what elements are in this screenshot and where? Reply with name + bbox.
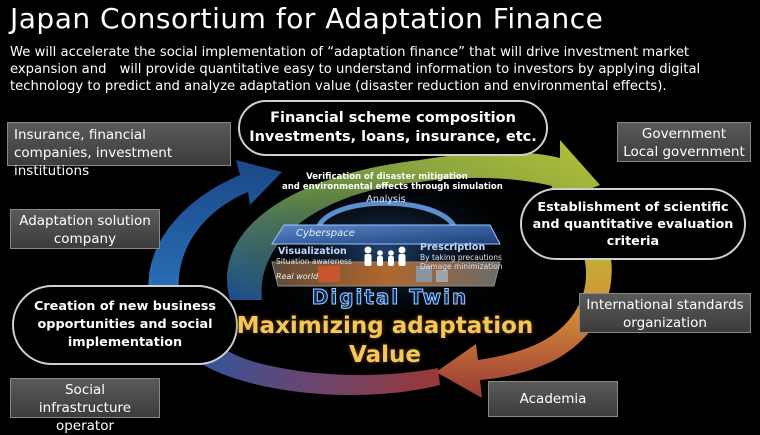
stakeholder-academia: Academia xyxy=(488,381,618,417)
verification-label: Verification of disaster mitigation and … xyxy=(282,172,503,192)
financial-scheme-subtitle: Investments, loans, insurance, etc. xyxy=(249,129,537,145)
prescription-label: Prescription xyxy=(420,242,486,253)
new-business-node: Creation of new business opportunities a… xyxy=(12,285,238,365)
real-world-label: Real world xyxy=(276,272,319,281)
stakeholder-insurance: Insurance, financial companies, investme… xyxy=(7,122,231,179)
intro-text: We will accelerate the social implementa… xyxy=(10,45,701,94)
visualization-label: Visualization xyxy=(278,246,347,257)
family-icon xyxy=(364,246,406,266)
maximizing-value-headline: Maximizing adaptation Value xyxy=(220,312,550,370)
cycle-arrows xyxy=(148,140,612,398)
stakeholder-adaptation-company: Adaptation solution company xyxy=(10,209,160,249)
evaluation-criteria-node: Establishment of scientific and quantita… xyxy=(520,188,746,260)
damage-label: Damage minimization xyxy=(420,262,503,271)
headline-line2: Value xyxy=(349,342,421,368)
cyberspace-label: Cyberspace xyxy=(296,228,355,239)
digital-twin-label: Digital Twin xyxy=(311,285,469,310)
stakeholder-international-standards: International standards organization xyxy=(579,293,751,333)
page-title: Japan Consortium for Adaptation Finance xyxy=(10,2,604,35)
financial-scheme-node: Financial scheme composition Investments… xyxy=(238,100,548,156)
stakeholder-government: Government Local government xyxy=(617,122,751,162)
precautions-label: By taking precautions xyxy=(420,253,502,262)
analysis-label: Analysis xyxy=(366,194,406,205)
verification-line2: and environmental effects through simula… xyxy=(282,182,503,192)
headline-line1: Maximizing adaptation xyxy=(236,313,534,339)
situation-label: Situation awareness xyxy=(276,257,352,266)
financial-scheme-title: Financial scheme composition xyxy=(270,110,516,126)
stakeholder-social-infrastructure: Social infrastructure operator xyxy=(10,378,160,434)
verification-line1: Verification of disaster mitigation xyxy=(306,172,468,182)
